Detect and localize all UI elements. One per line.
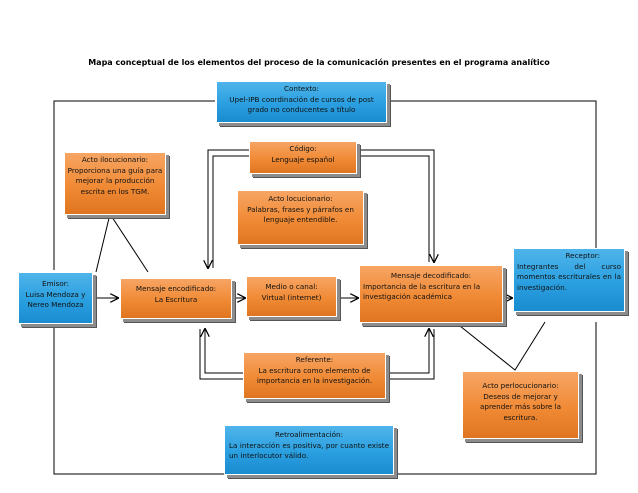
node-body: Lenguaje español	[271, 154, 335, 164]
arrow-codigo-left-inner	[212, 155, 249, 268]
node-body: Deseos de mejorar y aprender más sobre l…	[479, 391, 561, 422]
node-body: La escritura como elemento de importanci…	[256, 365, 373, 386]
node-heading: Contexto:	[284, 84, 319, 93]
node-medio-canal: Medio o canal: Virtual (internet)	[246, 276, 337, 317]
node-codigo: Código: Lenguaje español	[249, 141, 357, 174]
arrow-referente-right-inner	[386, 329, 435, 380]
arrow-codigo-right-inner	[358, 155, 430, 262]
diagram-title: Mapa conceptual de los elementos del pro…	[88, 58, 550, 67]
node-heading: Referente:	[295, 355, 334, 364]
node-body: La Escritura	[154, 294, 198, 304]
node-acto-ilocucionario: Acto ilocucionario: Proporciona una guía…	[64, 152, 166, 215]
node-referente: Referente: La escritura como elemento de…	[243, 352, 386, 399]
node-body: Luisa Mendoza y Nereo Mendoza	[25, 289, 86, 310]
node-heading: Medio o canal:	[265, 282, 318, 291]
frame-line	[391, 100, 597, 248]
arrow-referente-left	[205, 329, 243, 374]
node-heading: Código:	[289, 144, 317, 153]
node-acto-perlocucionario: Acto perlocucionario: Deseos de mejorar …	[462, 371, 579, 439]
node-mensaje-codificado: Mensaje encodificado: La Escritura	[120, 278, 232, 319]
connector-ilocucionario	[95, 212, 149, 273]
node-heading: Acto ilocucionario:	[81, 155, 149, 164]
node-body: Proporciona una guía para mejorar la pro…	[67, 165, 163, 196]
node-heading: Retroalimentación:	[274, 430, 344, 439]
node-body: Upel-IPB coordinación de cursos de post …	[229, 94, 374, 115]
node-body: La interacción es positiva, por cuanto e…	[229, 440, 389, 461]
node-body: Palabras, frases y párrafos en lenguaje …	[247, 204, 354, 225]
node-body: Importancia de la escritura en la invest…	[363, 281, 481, 302]
frame-line	[53, 100, 215, 270]
node-receptor: Receptor: Integrantes del curso momentos…	[513, 248, 625, 312]
node-mensaje-decodificado: Mensaje decodificado: Importancia de la …	[359, 265, 503, 323]
node-heading: Mensaje decodificado:	[390, 271, 472, 280]
node-contexto: Contexto: Upel-IPB coordinación de curso…	[216, 81, 387, 123]
node-emisor: Emisor: Luisa Mendoza y Nereo Mendoza	[18, 272, 93, 324]
node-retroalimentacion: Retroalimentación: La interacción es pos…	[224, 425, 394, 475]
arrow-codigo-right	[358, 149, 434, 262]
arrow-referente-left-inner	[199, 329, 243, 380]
node-heading: Mensaje encodificado:	[135, 284, 217, 293]
node-heading: Emisor:	[42, 279, 69, 288]
arrow-referente-right	[386, 329, 429, 374]
node-heading: Receptor:	[565, 251, 601, 260]
node-body: Virtual (internet)	[261, 292, 322, 302]
node-body: Integrantes del curso momentos escritura…	[517, 261, 621, 292]
node-heading: Acto locucionario:	[268, 194, 333, 203]
arrow-codigo-left	[208, 149, 249, 268]
connector-perlocucionario	[454, 321, 546, 371]
node-heading: Acto perlocucionario:	[482, 381, 559, 390]
node-acto-locucionario: Acto locucionario: Palabras, frases y pá…	[237, 190, 364, 245]
